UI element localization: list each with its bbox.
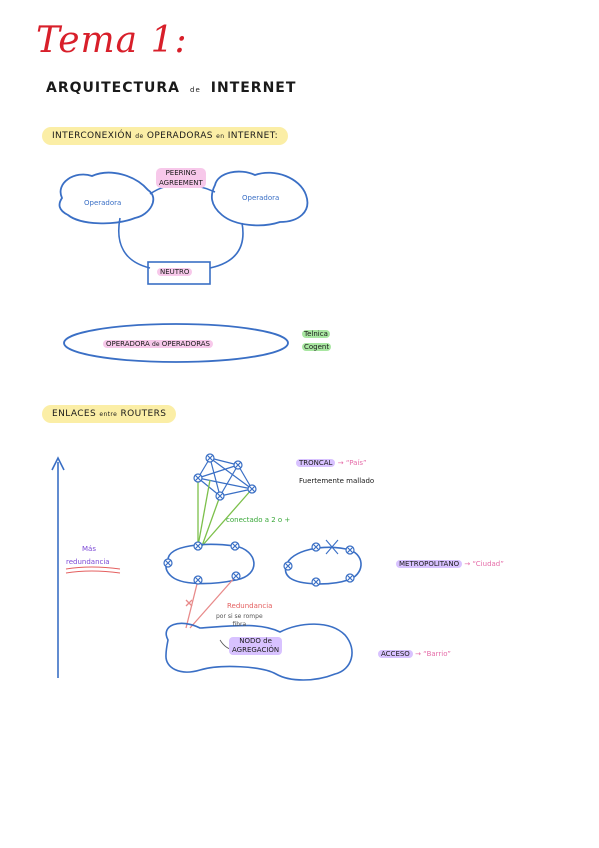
heading-word: ENLACES — [52, 409, 97, 419]
heading-word: ROUTERS — [120, 409, 167, 419]
troncal-mesh — [197, 457, 253, 497]
peering-line: PEERING — [165, 169, 197, 177]
heading-word: INTERCONEXIÓN — [52, 131, 132, 141]
acceso-row: ACCESO → “Barrio” — [378, 650, 451, 658]
troncal-row: TRONCAL → “País” — [296, 459, 367, 467]
troncal-label: TRONCAL — [296, 459, 336, 467]
operadora-de-operadoras-ellipse — [63, 323, 289, 363]
metro-arrow: → — [464, 560, 471, 568]
operadora-right-label: Operadora — [242, 194, 280, 202]
acceso-arrow: → — [415, 650, 421, 658]
troncal-arrow: → — [337, 459, 344, 467]
redundancia-note: Redundancia — [227, 602, 273, 610]
subtitle-part-a: ARQUITECTURA — [46, 80, 181, 96]
section-heading-interconexion: INTERCONEXIÓN de OPERADORAS en INTERNET: — [42, 127, 289, 145]
acceso-meaning: “Barrio” — [423, 650, 451, 658]
metropolitano-label: METROPOLITANO — [396, 560, 463, 568]
redundancia-axis-label: redundancia — [66, 558, 110, 566]
peering-agreement-label: PEERING AGREEMENT — [156, 168, 206, 188]
fibra-note: por si se rompe fibra — [216, 613, 263, 629]
big-word-b: OPERADORAS — [161, 340, 210, 348]
neutro-label: NEUTRO — [157, 268, 193, 276]
troncal-metro-links — [197, 478, 253, 547]
heading-word: entre — [99, 411, 118, 418]
neutro-box — [147, 261, 211, 285]
subtitle-de: de — [190, 86, 201, 94]
nodo-line: NODO de — [239, 637, 272, 645]
agreement-line: AGREEMENT — [159, 179, 203, 187]
section-heading-enlaces: ENLACES entre ROUTERS — [42, 405, 177, 423]
example-cogent: Cogent — [302, 343, 332, 351]
agregacion-line: AGREGACIÓN — [232, 646, 280, 654]
page-subtitle: ARQUITECTURA de INTERNET — [46, 80, 296, 96]
link-right-to-neutro — [209, 222, 244, 269]
big-word-de: de — [152, 341, 160, 348]
nodo-agregacion-label: NODO de AGREGACIÓN — [229, 637, 283, 655]
metro-ring-left — [165, 543, 255, 585]
acceso-cloud — [165, 622, 353, 681]
troncal-meaning: “País” — [345, 459, 367, 467]
example-telnica: Telnica — [302, 330, 330, 338]
mas-label: Más — [82, 545, 96, 553]
heading-word: OPERADORAS — [146, 131, 213, 141]
operadora-de-operadoras-label: OPERADORA de OPERADORAS — [103, 340, 213, 348]
big-word-a: OPERADORA — [106, 340, 150, 348]
heading-word: en — [216, 133, 225, 140]
fibra-note-line: por si se rompe — [216, 613, 263, 620]
conectado-note: conectado a 2 o + — [226, 516, 291, 524]
page-title: Tema 1: — [36, 20, 188, 61]
troncal-description: Fuertemente mallado — [299, 477, 375, 485]
router-nodes — [163, 453, 355, 587]
fibra-note-line: fibra — [232, 621, 247, 628]
acceso-label: ACCESO — [378, 650, 413, 658]
redundancy-links — [185, 575, 237, 629]
subtitle-part-b: INTERNET — [210, 80, 297, 96]
metro-meaning: “Ciudad” — [472, 560, 504, 568]
heading-word: INTERNET: — [227, 131, 279, 141]
operadora-left-cloud — [58, 171, 155, 225]
link-left-to-neutro — [118, 217, 151, 269]
operadora-left-label: Operadora — [84, 199, 122, 207]
heading-word: de — [135, 133, 144, 140]
operadora-right-cloud — [210, 170, 309, 227]
metropolitano-row: METROPOLITANO → “Ciudad” — [396, 560, 504, 568]
